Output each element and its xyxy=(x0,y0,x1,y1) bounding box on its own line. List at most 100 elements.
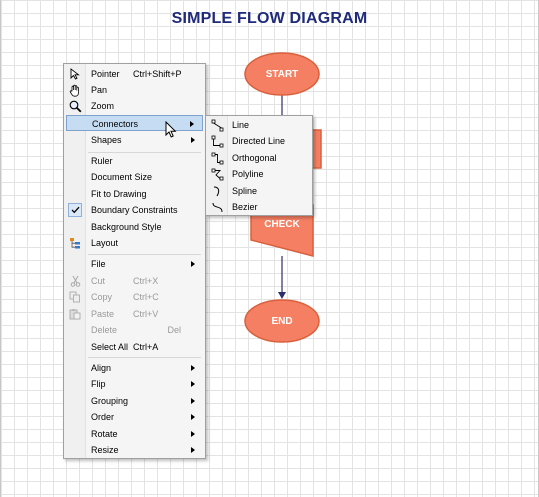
diagram-title: SIMPLE FLOW DIAGRAM xyxy=(171,10,368,27)
menu-item-shortcut: Ctrl+Shift+P xyxy=(133,69,182,79)
menu-item-label: File xyxy=(91,259,106,269)
menu-item-zoom[interactable]: Zoom xyxy=(66,98,203,114)
submenu-arrow-icon xyxy=(191,381,195,387)
menu-item-label: Zoom xyxy=(91,101,115,111)
layout-tree-icon xyxy=(68,236,82,250)
menu-item-label: Flip xyxy=(91,379,106,389)
scissors-icon xyxy=(68,274,82,288)
spline-icon xyxy=(210,184,224,198)
menu-separator xyxy=(88,357,201,358)
pointer-arrow-icon xyxy=(68,67,82,81)
submenu-item-label: Directed Line xyxy=(232,136,286,146)
submenu-item-spline[interactable]: Spline xyxy=(208,183,312,199)
menu-item-label: Cut xyxy=(91,276,106,286)
menu-item-label: Fit to Drawing xyxy=(91,189,147,199)
menu-item-pan[interactable]: Pan xyxy=(66,82,203,98)
line-connector-icon xyxy=(210,118,224,132)
submenu-item-bezier[interactable]: Bezier xyxy=(208,199,312,215)
menu-item-label: Connectors xyxy=(92,119,139,129)
paste-icon xyxy=(68,307,82,321)
checkmark-icon xyxy=(68,203,82,217)
menu-item-label: Pan xyxy=(91,85,108,95)
submenu-item-orthogonal[interactable]: Orthogonal xyxy=(208,150,312,166)
menu-item-file[interactable]: File xyxy=(66,256,203,272)
menu-item-label: Copy xyxy=(91,292,113,302)
hand-icon xyxy=(68,83,82,97)
mouse-cursor-icon xyxy=(165,120,177,143)
submenu-arrow-icon xyxy=(191,398,195,404)
submenu-arrow-icon xyxy=(191,431,195,437)
end-node[interactable] xyxy=(244,299,320,343)
menu-item-shortcut: Ctrl+V xyxy=(133,309,159,319)
menu-item-ruler[interactable]: Ruler xyxy=(66,153,203,169)
menu-item-label: Pointer xyxy=(91,69,120,79)
menu-item-resize[interactable]: Resize xyxy=(66,442,203,458)
menu-separator xyxy=(88,254,201,255)
menu-item-label: Order xyxy=(91,412,115,422)
menu-item-shortcut: Ctrl+X xyxy=(133,276,159,286)
menu-item-connectors[interactable]: Connectors xyxy=(66,115,203,131)
menu-item-pointer[interactable]: Pointer Ctrl+Shift+P xyxy=(66,66,203,82)
submenu-arrow-icon xyxy=(191,414,195,420)
menu-icon-gutter xyxy=(206,116,228,215)
menu-item-label: Layout xyxy=(91,238,119,248)
submenu-item-line[interactable]: Line xyxy=(208,117,312,133)
menu-item-shapes[interactable]: Shapes xyxy=(66,132,203,148)
magnifier-icon xyxy=(68,99,82,113)
menu-item-paste[interactable]: Paste Ctrl+V xyxy=(66,306,203,322)
menu-item-delete[interactable]: Delete Del xyxy=(66,322,203,338)
menu-item-document-size[interactable]: Document Size xyxy=(66,169,203,185)
menu-item-label: Ruler xyxy=(91,156,113,166)
submenu-arrow-icon xyxy=(191,137,195,143)
menu-item-cut[interactable]: Cut Ctrl+X xyxy=(66,273,203,289)
menu-item-label: Select All xyxy=(91,342,129,352)
menu-item-label: Paste xyxy=(91,309,115,319)
menu-separator xyxy=(88,152,201,153)
arrowhead xyxy=(278,292,286,299)
submenu-arrow-icon xyxy=(191,261,195,267)
submenu-item-label: Orthogonal xyxy=(232,153,277,163)
directed-line-icon xyxy=(210,134,224,148)
submenu-item-label: Polyline xyxy=(232,169,264,179)
menu-item-background-style[interactable]: Background Style xyxy=(66,219,203,235)
context-menu: Pointer Ctrl+Shift+P Pan Zoom Connectors… xyxy=(63,63,206,459)
menu-item-label: Boundary Constraints xyxy=(91,205,178,215)
submenu-item-label: Spline xyxy=(232,186,258,196)
submenu-item-label: Bezier xyxy=(232,202,258,212)
menu-item-boundary-constraints[interactable]: Boundary Constraints xyxy=(66,202,203,218)
menu-item-shortcut: Del xyxy=(167,325,181,335)
menu-item-label: Document Size xyxy=(91,172,153,182)
menu-icon-gutter xyxy=(64,64,86,458)
menu-item-copy[interactable]: Copy Ctrl+C xyxy=(66,289,203,305)
menu-item-label: Resize xyxy=(91,445,119,455)
submenu-item-label: Line xyxy=(232,120,250,130)
submenu-arrow-icon xyxy=(190,121,194,127)
menu-item-rotate[interactable]: Rotate xyxy=(66,426,203,442)
bezier-icon xyxy=(210,200,224,214)
menu-item-label: Align xyxy=(91,363,112,373)
submenu-arrow-icon xyxy=(191,365,195,371)
submenu-item-directed-line[interactable]: Directed Line xyxy=(208,133,312,149)
menu-item-label: Shapes xyxy=(91,135,122,145)
menu-item-label: Background Style xyxy=(91,222,162,232)
copy-icon xyxy=(68,290,82,304)
menu-item-shortcut: Ctrl+A xyxy=(133,342,159,352)
menu-item-shortcut: Ctrl+C xyxy=(133,292,159,302)
polyline-icon xyxy=(210,167,224,181)
menu-item-align[interactable]: Align xyxy=(66,360,203,376)
menu-item-fit-to-drawing[interactable]: Fit to Drawing xyxy=(66,186,203,202)
connectors-submenu: Line Directed Line Orthogonal Polyline S… xyxy=(205,115,313,216)
menu-item-order[interactable]: Order xyxy=(66,409,203,425)
menu-item-label: Rotate xyxy=(91,429,118,439)
submenu-arrow-icon xyxy=(191,447,195,453)
orthogonal-connector-icon xyxy=(210,151,224,165)
menu-item-flip[interactable]: Flip xyxy=(66,376,203,392)
menu-item-label: Grouping xyxy=(91,396,129,406)
menu-item-label: Delete xyxy=(91,325,118,335)
menu-item-layout[interactable]: Layout xyxy=(66,235,203,251)
menu-item-select-all[interactable]: Select All Ctrl+A xyxy=(66,339,203,355)
menu-item-grouping[interactable]: Grouping xyxy=(66,393,203,409)
submenu-item-polyline[interactable]: Polyline xyxy=(208,166,312,182)
start-node[interactable] xyxy=(244,52,320,96)
